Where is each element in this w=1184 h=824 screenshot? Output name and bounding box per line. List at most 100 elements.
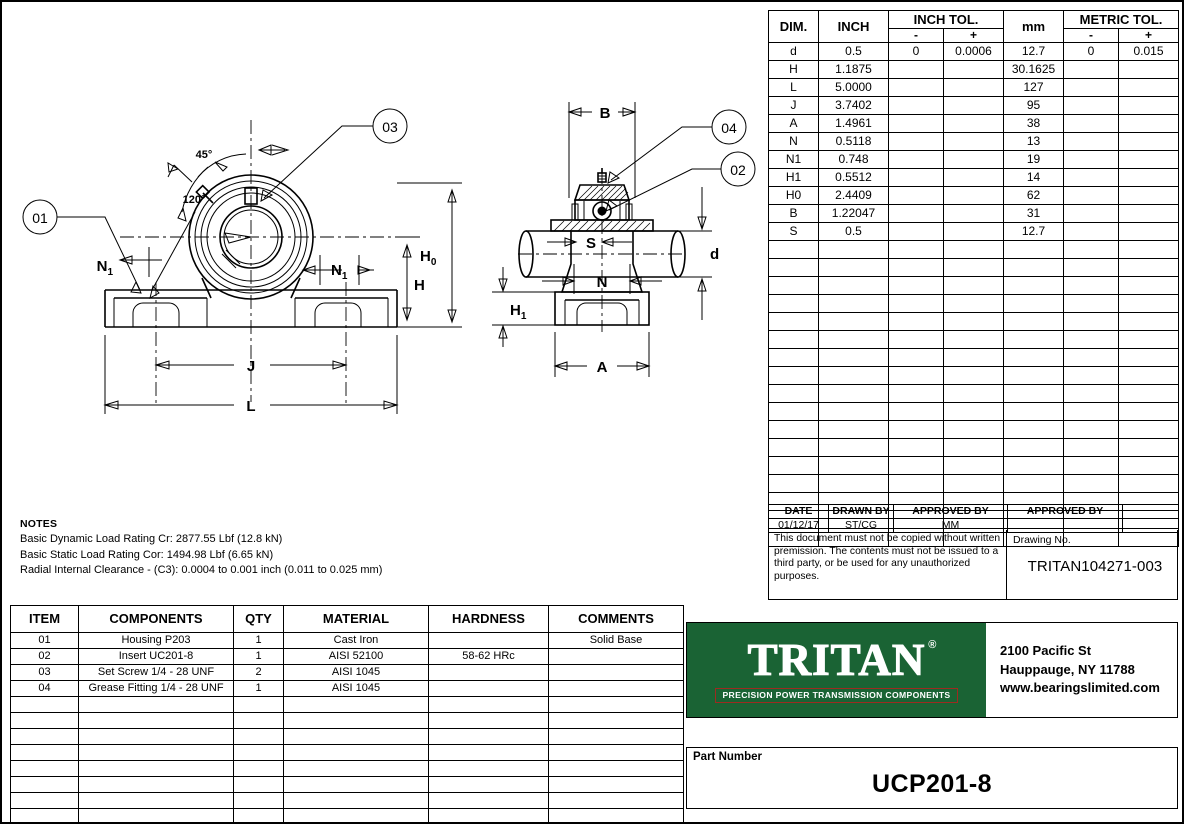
- dimension-cell-empty: [1063, 276, 1120, 295]
- dimension-cell-inch: 1.1875: [818, 60, 889, 79]
- dimension-cell-empty: [768, 294, 819, 313]
- note-line: Basic Dynamic Load Rating Cr: 2877.55 Lb…: [20, 532, 283, 545]
- dimension-cell-mm: 62: [1003, 186, 1065, 205]
- bom-cell-empty: [78, 776, 234, 793]
- leader-120-to-base: [151, 211, 196, 291]
- dimension-cell-inch_plus: [942, 186, 1005, 205]
- col-inch-tol-minus: -: [888, 28, 944, 43]
- dimension-cell-empty: [768, 474, 819, 493]
- bom-cell-empty: [548, 728, 684, 745]
- title-block: DATE DRAWN BY APPROVED BY APPROVED BY 01…: [768, 504, 1179, 533]
- dim-n1-left-label: N1: [97, 258, 114, 278]
- bom-cell-empty: [10, 712, 79, 729]
- dimension-cell-inch: 5.0000: [818, 78, 889, 97]
- dimension-cell-mm_plus: [1118, 186, 1180, 205]
- dimension-cell-inch_minus: [888, 60, 944, 79]
- bom-cell-empty: [283, 776, 429, 793]
- dimension-cell-inch: 0.5118: [818, 132, 889, 151]
- dim-b: B: [567, 102, 637, 198]
- dimension-cell-empty: [768, 366, 819, 385]
- col-metric-tol: METRIC TOL.: [1063, 10, 1180, 29]
- dimension-cell-empty: [1003, 294, 1065, 313]
- housing-outer-circle: [188, 174, 314, 300]
- dimension-cell-empty: [942, 276, 1005, 295]
- dimension-cell-empty: [888, 348, 944, 367]
- dimension-cell-empty: [1003, 330, 1065, 349]
- dim-a-label: A: [597, 359, 608, 376]
- bom-cell-qty: 2: [233, 664, 284, 681]
- dimension-cell-empty: [1118, 276, 1180, 295]
- dimension-cell-dim: H0: [768, 186, 819, 205]
- balloon-03: 03: [260, 108, 408, 202]
- company-address: 2100 Pacific St Hauppauge, NY 11788 www.…: [986, 623, 1177, 717]
- dimension-cell-mm_minus: [1063, 204, 1120, 223]
- registered-trademark-icon: ®: [928, 638, 938, 651]
- dim-h1: H1: [492, 267, 558, 347]
- dimension-cell-mm: 30.1625: [1003, 60, 1065, 79]
- bom-header-cell: COMMENTS: [548, 605, 684, 633]
- dimension-cell-inch: 0.5: [818, 222, 889, 241]
- dimension-cell-mm_plus: 0.015: [1118, 42, 1180, 61]
- dim-d-label: d: [710, 246, 719, 263]
- dimension-cell-inch_plus: [942, 204, 1005, 223]
- dimension-cell-empty: [818, 402, 889, 421]
- dimension-cell-dim: N: [768, 132, 819, 151]
- approved-by-label-1: APPROVED BY: [893, 504, 1008, 519]
- dimension-cell-empty: [1118, 240, 1180, 259]
- bom-cell-empty: [233, 712, 284, 729]
- housing-inner-circle: [194, 180, 308, 294]
- address-city-state-zip: Hauppauge, NY 11788: [1000, 661, 1135, 677]
- bom-cell-empty: [78, 792, 234, 809]
- dimension-cell-empty: [1118, 366, 1180, 385]
- title-block-header-row: DATE DRAWN BY APPROVED BY APPROVED BY: [768, 504, 1179, 519]
- dimension-cell-empty: [1118, 402, 1180, 421]
- dimension-cell-empty: [1063, 384, 1120, 403]
- bom-cell-empty: [10, 776, 79, 793]
- dim-s-label: S: [586, 235, 596, 252]
- dimension-cell-mm_minus: [1063, 60, 1120, 79]
- mounting-slot-right: [314, 302, 362, 327]
- dimension-cell-inch: 0.748: [818, 150, 889, 169]
- bom-cell-qty: 1: [233, 632, 284, 649]
- bom-cell-empty: [548, 808, 684, 822]
- dimension-cell-mm_minus: [1063, 150, 1120, 169]
- dimension-cell-inch_plus: [942, 114, 1005, 133]
- dimension-cell-empty: [942, 420, 1005, 439]
- col-dim: DIM.: [768, 10, 819, 43]
- bom-cell-empty: [78, 808, 234, 822]
- col-inch: INCH: [818, 10, 889, 43]
- notes-heading: NOTES: [20, 518, 58, 530]
- dimension-cell-empty: [942, 294, 1005, 313]
- bom-header-cell: HARDNESS: [428, 605, 549, 633]
- dimension-row-empty: [768, 420, 1180, 439]
- dimension-cell-empty: [1003, 456, 1065, 475]
- dimension-cell-mm_plus: [1118, 114, 1180, 133]
- bom-cell-empty: [548, 776, 684, 793]
- address-website: www.bearingslimited.com: [1000, 680, 1160, 696]
- company-branding-panel: TRITAN® PRECISION POWER TRANSMISSION COM…: [686, 622, 1178, 718]
- bom-cell-hardness: 58-62 HRc: [428, 648, 549, 665]
- bom-cell-empty: [283, 760, 429, 777]
- dimension-cell-dim: H: [768, 60, 819, 79]
- dimension-table: DIM. INCH INCH TOL. mm METRIC TOL. - + -…: [768, 10, 1180, 547]
- tritan-wordmark: TRITAN®: [747, 634, 938, 685]
- side-mounting-slot: [576, 302, 628, 325]
- dimension-cell-empty: [1063, 366, 1120, 385]
- dimension-cell-empty: [1003, 384, 1065, 403]
- top-arrow-tail: [271, 144, 290, 156]
- bom-cell-empty: [233, 728, 284, 745]
- top-arrow-head: [257, 144, 272, 156]
- dimension-cell-inch_plus: [942, 78, 1005, 97]
- col-inch-tol: INCH TOL.: [887, 10, 1005, 29]
- col-mm: mm: [1003, 10, 1065, 43]
- set-screw-120-body: [195, 184, 211, 200]
- dim-h0-label: H0: [420, 248, 437, 268]
- balloon-04: 04: [607, 109, 747, 184]
- dimension-cell-empty: [888, 330, 944, 349]
- bom-cell-empty: [428, 744, 549, 761]
